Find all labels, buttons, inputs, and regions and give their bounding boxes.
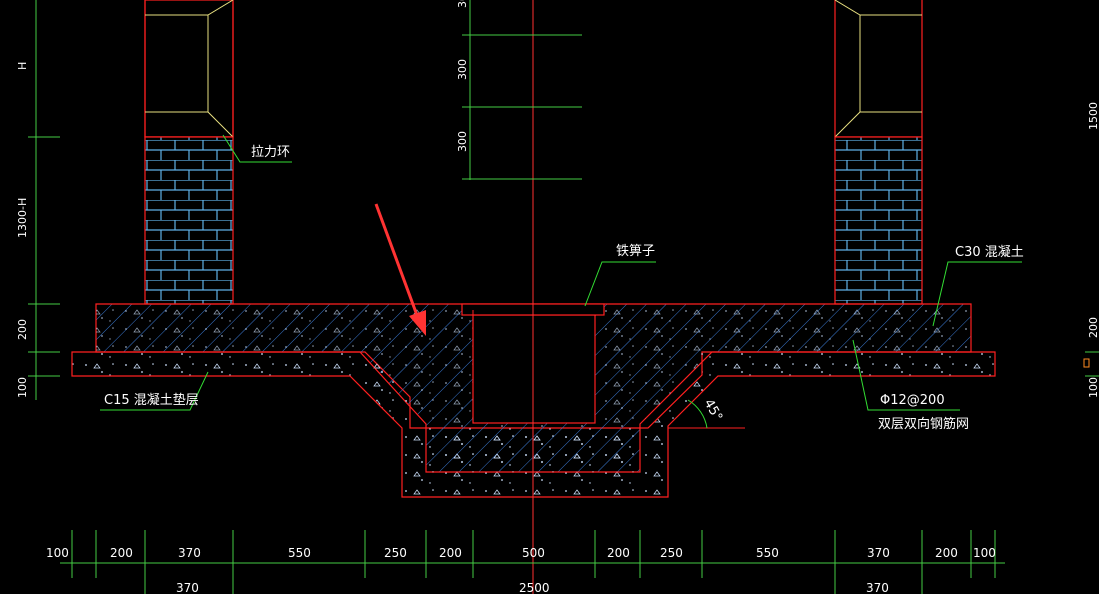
leaders <box>100 134 1022 411</box>
right-dim-100: 100 <box>1087 377 1099 398</box>
left-dim-200: 200 <box>16 319 29 340</box>
center-dim-2: 300 <box>456 131 469 152</box>
red-arrow-icon <box>374 203 426 336</box>
dim-100-left: 100 <box>46 546 69 560</box>
left-dim-h: H <box>16 62 29 70</box>
bottom-dimension <box>60 530 1005 594</box>
dim-200-left: 200 <box>110 546 133 560</box>
sump-pit <box>472 314 596 424</box>
label-rebar-desc: 双层双向钢筋网 <box>878 416 969 432</box>
dim-550-left: 550 <box>288 546 311 560</box>
dim-370-left: 370 <box>178 546 201 560</box>
left-dimension <box>28 0 60 400</box>
dim-200-inner-right: 200 <box>607 546 630 560</box>
label-angle: 45° <box>701 397 726 424</box>
right-wall <box>834 0 923 305</box>
left-brick-wall <box>144 136 234 305</box>
right-dim-1500: 1500 <box>1087 102 1099 130</box>
label-cushion: C15 混凝土垫层 <box>104 392 199 408</box>
dim-250-left: 250 <box>384 546 407 560</box>
dim-250-right: 250 <box>660 546 683 560</box>
dim-370-right: 370 <box>867 546 890 560</box>
dim-500: 500 <box>522 546 545 560</box>
right-brick-wall <box>834 136 923 305</box>
left-wall <box>144 0 234 305</box>
dim-200-right: 200 <box>935 546 958 560</box>
center-dim-3: 300 <box>456 0 469 8</box>
center-dim-1: 300 <box>456 59 469 80</box>
dim-200-inner-left: 200 <box>439 546 462 560</box>
dim-lower-370-left: 370 <box>176 581 199 594</box>
label-tension-ring: 拉力环 <box>251 145 290 160</box>
right-dimension <box>1085 351 1099 377</box>
center-dimension <box>462 0 582 180</box>
left-dim-100: 100 <box>16 377 29 398</box>
label-concrete: C30 混凝土 <box>955 244 1024 260</box>
dim-100-right: 100 <box>973 546 996 560</box>
label-rebar-spec: Φ12@200 <box>880 393 945 408</box>
left-dim-1300h: 1300-H <box>16 198 29 238</box>
label-grate: 铁箅子 <box>616 243 655 259</box>
dim-lower-2500: 2500 <box>519 581 550 594</box>
right-dim-200: 200 <box>1087 317 1099 338</box>
bottom-dimension-labels: 100 200 370 550 250 200 500 200 250 550 … <box>46 546 996 594</box>
dim-550-right: 550 <box>756 546 779 560</box>
dim-lower-370-right: 370 <box>866 581 889 594</box>
